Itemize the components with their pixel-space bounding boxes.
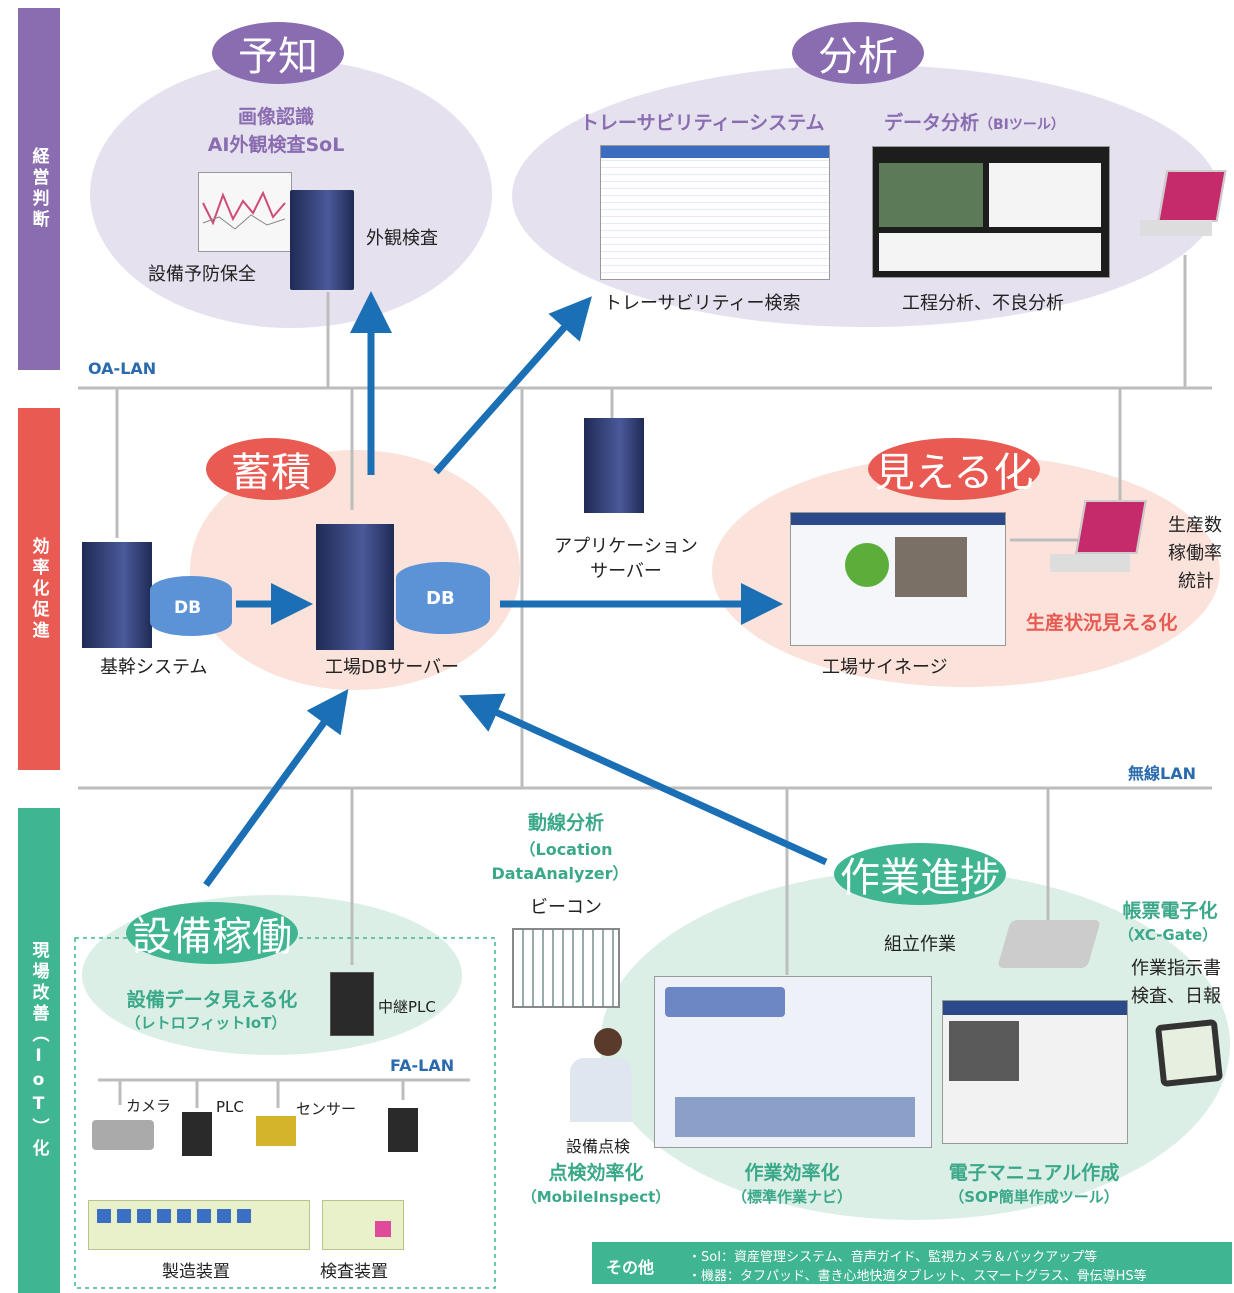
db1-label: DB (174, 598, 202, 618)
inspection-server-icon (290, 190, 354, 290)
camera-label: カメラ (126, 1097, 172, 1115)
chouhyou-sub: （XC-Gate） (1118, 926, 1218, 944)
fa-lan-label: FA-LAN (390, 1056, 455, 1075)
band-efficiency: 効率化促進 (18, 408, 60, 770)
badge-sagyou: 作業進捗 (834, 843, 1006, 905)
data-analysis-title: データ分析（BIツール） (884, 112, 1065, 134)
other-label: その他 (606, 1258, 655, 1277)
sensor-icon (256, 1116, 296, 1146)
oa-lan-label: OA-LAN (88, 359, 157, 378)
badge-setsubi: 設備稼働 (126, 902, 298, 964)
core-system-server-icon (82, 542, 152, 648)
manual-title: 電子マニュアル作成 (948, 1162, 1120, 1184)
plc-label: PLC (216, 1098, 244, 1116)
equipment-check-label: 設備点検 (565, 1137, 631, 1156)
yochi-title1: 画像認識 (237, 106, 315, 128)
traceability-screen-image (600, 145, 830, 280)
chouhyou-title: 帳票電子化 (1122, 900, 1218, 922)
dousen-title: 動線分析 (527, 812, 605, 834)
label-inspection: 外観検査 (366, 228, 438, 249)
arrow-to-bunseki (433, 296, 592, 475)
badge-mieruka: 見える化 (868, 438, 1040, 500)
other-box: その他 ・SoI：資産管理システム、音声ガイド、監視カメラ＆バックアップ等 ・機… (592, 1242, 1232, 1284)
laptop-icon-mieruka (1050, 500, 1147, 580)
cart-image (512, 928, 620, 1008)
signage-screen-image (790, 512, 1006, 646)
mieruka-title: 生産状況見える化 (1026, 612, 1178, 634)
stat-operating-rate: 稼働率 (1168, 543, 1222, 564)
stat-statistics: 統計 (1178, 571, 1214, 592)
inspection-equipment-label: 検査装置 (320, 1262, 388, 1282)
tablet-icon (1154, 1018, 1224, 1088)
band-field-improvement: 現場改善（IoT）化 (18, 808, 60, 1293)
sensor-label: センサー (296, 1100, 357, 1118)
inspection-equipment-image (322, 1200, 404, 1250)
stat-production-count: 生産数 (1168, 515, 1222, 536)
yochi-title2: AI外観検査SoL (207, 134, 345, 156)
app-server-line1: アプリケーション (554, 536, 698, 557)
dousen-sub1: （Location (519, 840, 613, 859)
badge-yochi: 予知 (212, 22, 344, 84)
inspect-sub: （MobileInspect） (521, 1188, 671, 1206)
manufacturing-label: 製造装置 (162, 1262, 230, 1282)
wireless-lan-label: 無線LAN (1128, 764, 1196, 783)
camera-icon (92, 1120, 154, 1150)
relay-plc-icon (330, 972, 374, 1036)
setsubi-sub: （レトロフィットIoT） (125, 1014, 287, 1032)
beacon-label: ビーコン (530, 897, 602, 918)
badge-bunseki: 分析 (792, 22, 924, 84)
app-server-line2: サーバー (590, 561, 662, 582)
signage-label: 工場サイネージ (822, 657, 948, 678)
manufacturing-equipment-image (88, 1200, 310, 1250)
factory-db-server-label: 工場DBサーバー (325, 657, 460, 678)
sop-tool-screen-image (942, 1000, 1128, 1144)
db-cylinder-core (150, 576, 232, 636)
db2-label: DB (426, 588, 455, 609)
assembly-label: 組立作業 (884, 934, 956, 955)
worker-figure (570, 1028, 640, 1128)
inspect-title: 点検効率化 (548, 1162, 644, 1184)
traceability-search-label: トレーサビリティー検索 (604, 293, 801, 314)
arrow-sagyou-to-db (458, 693, 828, 866)
arrow-setsubi-to-db (203, 689, 349, 888)
other-line1: ・SoI：資産管理システム、音声ガイド、監視カメラ＆バックアップ等 (688, 1250, 1098, 1265)
label-maintenance: 設備予防保全 (148, 264, 256, 285)
core-system-label: 基幹システム (100, 657, 208, 678)
traceability-title: トレーサビリティーシステム (580, 112, 825, 134)
application-server-icon (584, 418, 644, 513)
relay-plc-label: 中継PLC (378, 998, 436, 1016)
setsubi-title: 設備データ見える化 (126, 989, 298, 1011)
bi-dashboard-image (872, 146, 1110, 278)
badge-chikuseki: 蓄積 (206, 438, 336, 500)
dousen-sub2: DataAnalyzer） (491, 864, 629, 883)
chouhyou-line1: 作業指示書 (1131, 958, 1221, 979)
work-sub: （標準作業ナビ） (731, 1188, 853, 1206)
maintenance-chart-image (198, 172, 292, 252)
plc-icon (182, 1112, 212, 1156)
other-line2: ・機器：タフパッド、書き心地快適タブレット、スマートグラス、骨伝導HS等 (688, 1269, 1147, 1284)
db-cylinder-factory (396, 562, 490, 634)
process-analysis-label: 工程分析、不良分析 (902, 293, 1064, 314)
chouhyou-line2: 検査、日報 (1131, 986, 1221, 1007)
band-management: 経営判断 (18, 8, 60, 370)
work-title: 作業効率化 (744, 1162, 840, 1184)
manual-sub: （SOP簡単作成ツール） (949, 1188, 1119, 1206)
plc-icon-2 (388, 1108, 418, 1152)
laptop-icon-top (1140, 170, 1227, 240)
standard-work-navi-image (654, 976, 932, 1148)
factory-db-server-icon (316, 524, 394, 650)
beacon-device-icon (997, 920, 1101, 968)
